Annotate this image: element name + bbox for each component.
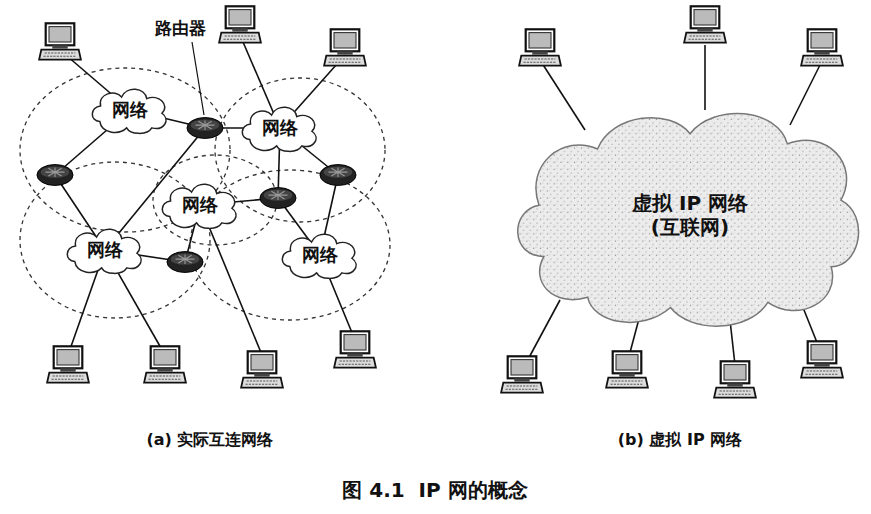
network-cloud: 网络: [88, 84, 172, 136]
node-label: 网络: [262, 117, 298, 139]
node-label: 虚拟 IP 网络 (互联网): [625, 191, 755, 239]
node-label: 网络: [112, 99, 148, 121]
figure-caption: 图 4.1 IP 网的概念: [342, 477, 527, 504]
network-cloud: 网络: [238, 102, 322, 154]
network-cloud: 网络: [63, 224, 147, 276]
internet-cloud: 虚拟 IP 网络 (互联网): [505, 103, 871, 328]
node-label: 网络: [302, 244, 338, 266]
subfigure-caption: (a) 实际互连网络: [147, 430, 274, 451]
node-label: 网络: [87, 239, 123, 261]
network-cloud: 网络: [278, 229, 362, 281]
subfigure-caption: (b) 虚拟 IP 网络: [618, 430, 742, 451]
node-label: 网络: [182, 194, 218, 216]
network-cloud: 网络: [158, 179, 242, 231]
callout-label: 路由器: [153, 17, 208, 40]
